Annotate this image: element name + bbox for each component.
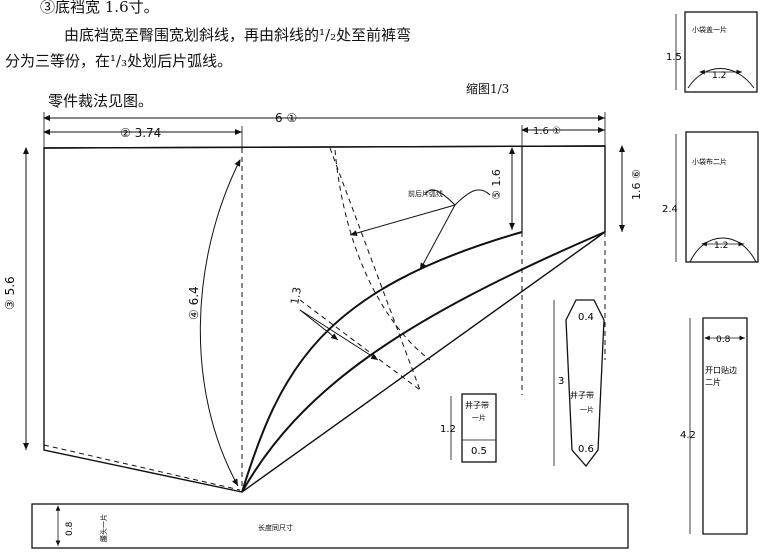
main-pattern-outline [43, 145, 606, 493]
piece-well-tab-w: 0.5 [471, 446, 487, 457]
curves-note: 前后片弧线 [408, 189, 443, 198]
instruction-line-4: 零件裁法见图。 [48, 92, 154, 110]
piece-well-tape [553, 299, 605, 468]
piece-small-flap-w: 1.2 [712, 71, 726, 81]
piece-fly-facing-w: 0.8 [716, 335, 731, 345]
piece-well-tab-h: 1.2 [440, 424, 456, 435]
piece-waistband [31, 503, 629, 549]
piece-small-flap-title: 小袋盖一片 [692, 25, 727, 34]
piece-small-pocket-w: 1.2 [714, 241, 728, 251]
piece-well-tab-sub: 一片 [472, 413, 486, 422]
piece-small-pocket-h: 2.4 [662, 204, 678, 215]
dim-left-height: ③ 5.6 [3, 276, 17, 310]
piece-fly-facing-title: 开口贴边二片 [705, 365, 737, 387]
piece-well-tape-sub: 一片 [580, 405, 594, 414]
piece-small-pocket [675, 131, 759, 263]
piece-well-tab-title: 井子带 [465, 400, 489, 410]
piece-small-flap [675, 11, 758, 93]
instruction-line-1: ③底裆宽 1.6寸。 [40, 0, 159, 16]
dim-top-right: 1.6 ① [533, 126, 561, 137]
piece-small-flap-h: 1.5 [666, 52, 682, 63]
piece-well-tape-top: 0.4 [578, 312, 594, 323]
piece-waistband-center: 长度同尺寸 [258, 523, 293, 532]
piece-waistband-w: 0.8 [65, 521, 75, 536]
piece-waistband-label: 腰头一片 [99, 514, 108, 542]
piece-well-tab [450, 393, 497, 463]
piece-well-tape-title: 井子带 [570, 390, 594, 400]
piece-well-tape-h: 3 [558, 376, 564, 387]
scale-note: 缩图1/3 [466, 82, 510, 96]
dim-top-left: ② 3.74 [120, 126, 161, 140]
instruction-line-2: 由底裆宽至臀围宽划斜线，再由斜线的¹/₂处至前裤弯 [64, 26, 412, 44]
dim-right-outer: 1.6 ⑥ [630, 169, 643, 200]
piece-well-tape-bottom: 0.6 [578, 444, 594, 455]
piece-small-pocket-title: 小袋布二片 [692, 157, 727, 166]
curve-front [241, 231, 606, 493]
instruction-line-3: 分为三等份，在¹/₃处划后片弧线。 [5, 52, 233, 70]
curve-back [241, 231, 523, 493]
dim-diag: 1.3 [288, 286, 304, 305]
dim-top-total: 6 ① [275, 111, 297, 125]
piece-fly-facing-h: 4.2 [680, 430, 696, 441]
dim-right-inner: ⑤ 1.6 [490, 169, 503, 200]
piece-fly-facing [689, 317, 748, 535]
dim-center-curve: ④ 6.4 [187, 286, 201, 320]
